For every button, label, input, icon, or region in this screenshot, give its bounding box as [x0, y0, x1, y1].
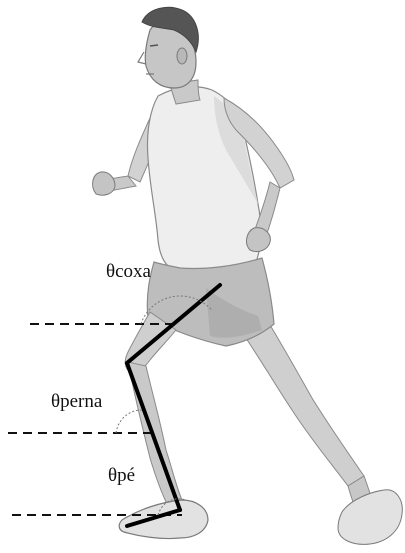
trailing-shoe — [338, 490, 402, 545]
shank-angle-arc — [116, 410, 142, 433]
ear — [177, 48, 187, 64]
foot-angle-label: θpé — [108, 466, 135, 485]
front-hand — [247, 228, 271, 252]
back-hand — [93, 172, 115, 195]
leading-shoe — [119, 500, 208, 539]
eye — [150, 45, 158, 46]
shank-segment — [127, 363, 180, 510]
shank-angle-label: θperna — [51, 392, 102, 411]
thigh-angle-label: θcoxa — [106, 262, 151, 281]
